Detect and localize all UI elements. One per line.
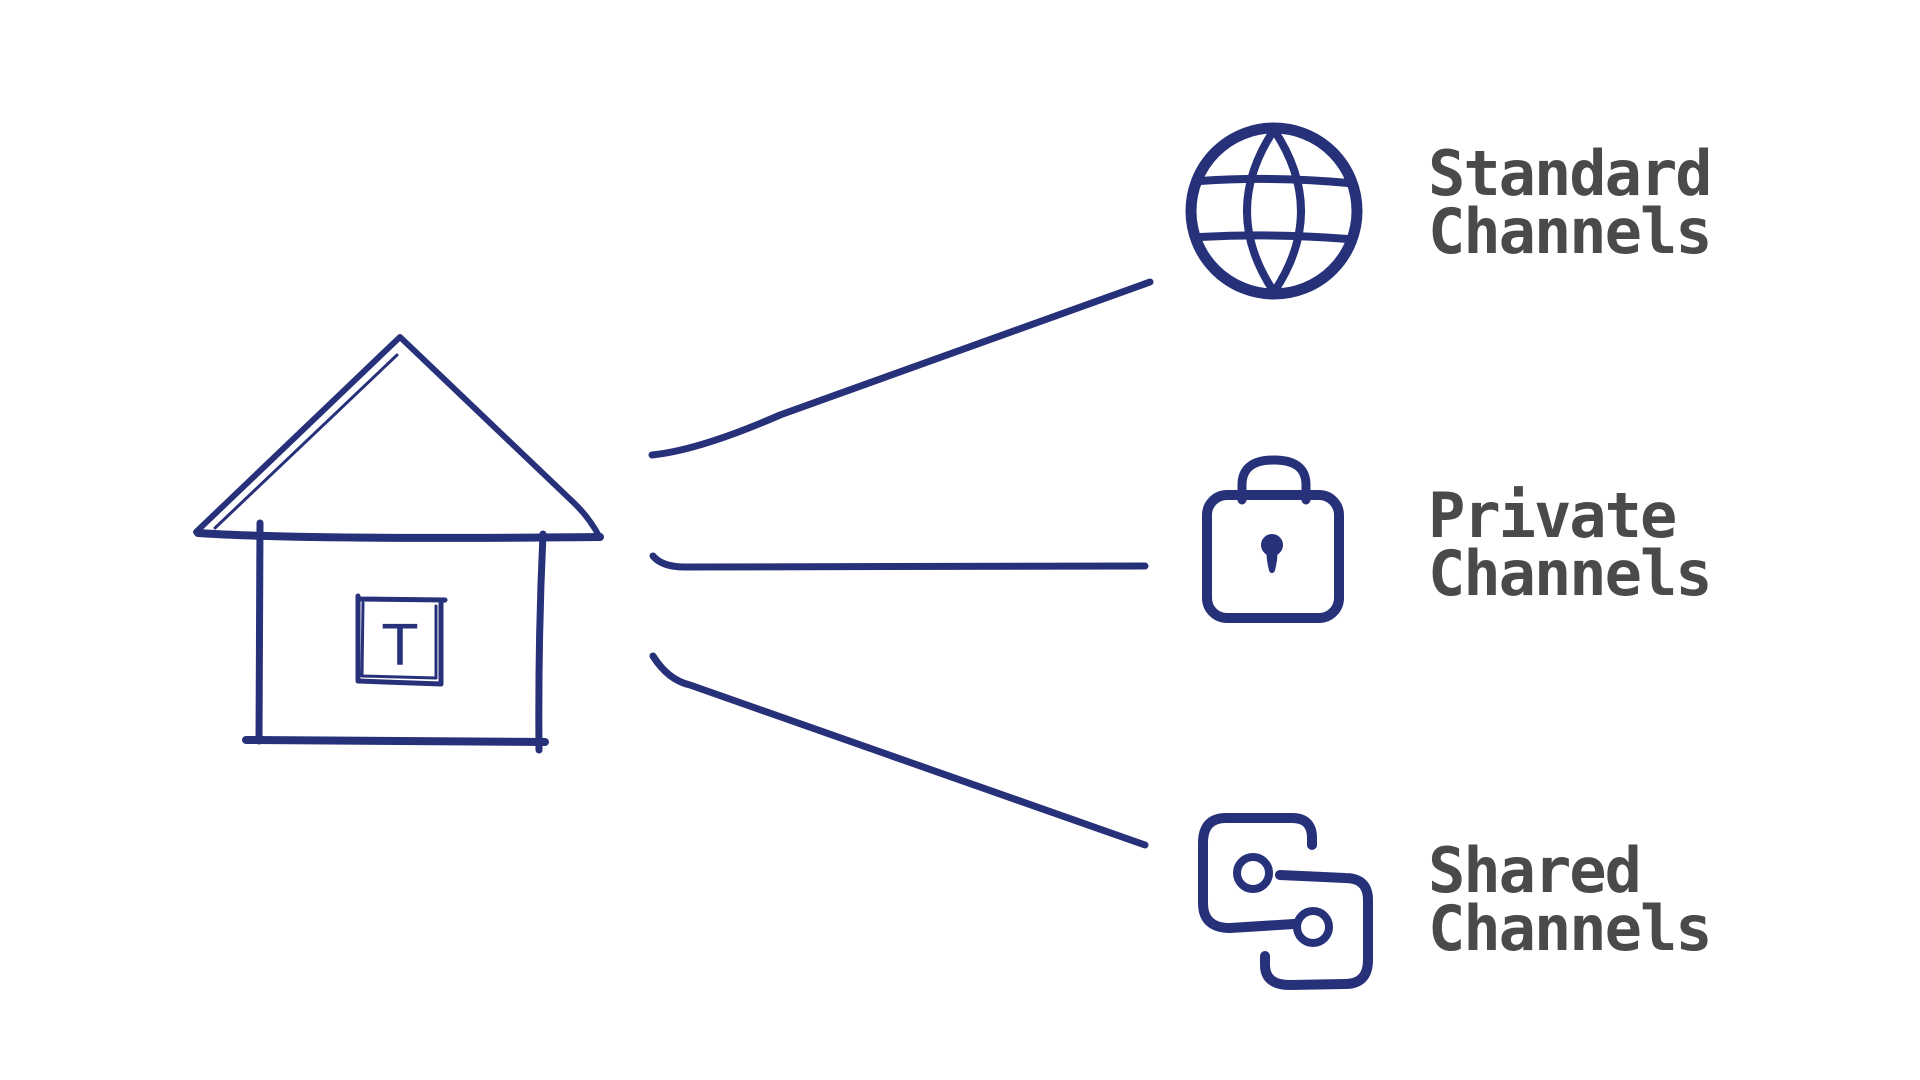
- label-standard-line2: Channels: [1428, 195, 1713, 268]
- house-right-wall: [535, 530, 547, 754]
- label-shared-line2: Channels: [1428, 892, 1713, 965]
- label-private-line1: Private: [1428, 479, 1677, 552]
- label-shared-line1: Shared: [1428, 834, 1642, 907]
- linked-channels-icon: [1198, 813, 1373, 990]
- house-icon: [193, 334, 604, 754]
- connector-private: [649, 552, 1149, 571]
- globe-icon: [1185, 122, 1363, 300]
- label-standard-line1: Standard: [1428, 137, 1713, 210]
- house-roof: [193, 334, 603, 541]
- house-roof-inner: [213, 353, 399, 530]
- label-standard-channels: Standard Channels: [1428, 137, 1713, 268]
- door-frame-inner: [360, 601, 438, 680]
- house-floor: [242, 736, 549, 746]
- door-frame: [355, 593, 448, 687]
- label-private-line2: Channels: [1428, 537, 1713, 610]
- connector-shared: [649, 652, 1149, 849]
- door-letter: T: [382, 614, 418, 679]
- label-private-channels: Private Channels: [1428, 479, 1713, 610]
- label-shared-channels: Shared Channels: [1428, 834, 1713, 965]
- house-left-wall: [255, 519, 264, 745]
- connector-standard: [648, 278, 1154, 459]
- house-eave: [194, 529, 604, 542]
- lock-icon: [1202, 455, 1344, 623]
